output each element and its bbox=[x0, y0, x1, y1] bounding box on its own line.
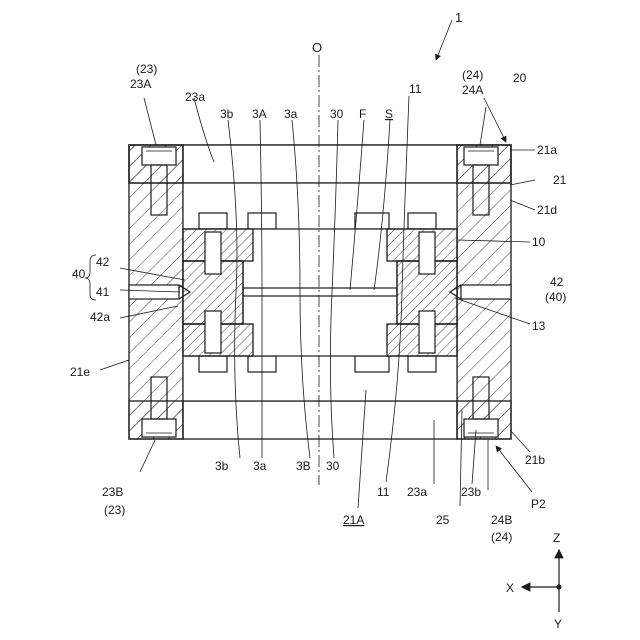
label-24B: 24B bbox=[491, 513, 512, 527]
label-23-paren-bottom: (23) bbox=[104, 503, 125, 517]
label-3b-top: 3b bbox=[220, 107, 234, 121]
label-23B: 23B bbox=[102, 485, 123, 499]
label-13: 13 bbox=[532, 319, 546, 333]
label-3b-bottom: 3b bbox=[215, 459, 229, 473]
label-25: 25 bbox=[436, 513, 450, 527]
label-23-paren: (23) bbox=[136, 62, 157, 76]
brace-40 bbox=[85, 255, 96, 300]
label-11-top: 11 bbox=[409, 82, 422, 96]
label-3B: 3B bbox=[296, 459, 311, 473]
label-F: F bbox=[359, 107, 366, 121]
label-30-bottom: 30 bbox=[326, 459, 340, 473]
label-10: 10 bbox=[532, 235, 546, 249]
label-23A: 23A bbox=[130, 77, 151, 91]
label-23a: 23a bbox=[185, 90, 205, 104]
label-11-bottom: 11 bbox=[377, 485, 390, 499]
label-42-right: 42 bbox=[550, 275, 564, 289]
label-21d: 21d bbox=[537, 203, 557, 217]
label-21A: 21A bbox=[343, 513, 364, 527]
label-1: 1 bbox=[455, 10, 462, 25]
label-40: 40 bbox=[72, 267, 86, 281]
label-21: 21 bbox=[553, 173, 567, 187]
axis-z-label: Z bbox=[553, 531, 560, 545]
label-3a-top: 3a bbox=[284, 107, 298, 121]
inner-unit bbox=[183, 229, 457, 356]
label-23a-bottom: 23a bbox=[407, 485, 427, 499]
label-21e: 21e bbox=[70, 365, 90, 379]
label-21b: 21b bbox=[525, 453, 545, 467]
label-24A: 24A bbox=[462, 83, 483, 97]
label-20: 20 bbox=[513, 71, 527, 85]
label-3a-bottom: 3a bbox=[253, 459, 267, 473]
axis-x-label: X bbox=[506, 581, 514, 595]
label-24-paren: (24) bbox=[462, 68, 483, 82]
label-3A: 3A bbox=[252, 107, 267, 121]
label-24-paren-bottom: (24) bbox=[491, 530, 512, 544]
label-42-left: 42 bbox=[96, 255, 110, 269]
label-42a: 42a bbox=[90, 310, 110, 324]
label-30-top: 30 bbox=[330, 107, 344, 121]
label-O: O bbox=[312, 40, 322, 55]
coordinate-axes: Z X Y bbox=[506, 531, 562, 631]
label-21a: 21a bbox=[537, 143, 557, 157]
label-23b: 23b bbox=[461, 485, 481, 499]
axis-y-label: Y bbox=[554, 617, 562, 631]
label-40-right: (40) bbox=[545, 290, 566, 304]
label-P2: P2 bbox=[531, 497, 546, 511]
label-S: S bbox=[385, 107, 393, 121]
label-41: 41 bbox=[96, 285, 110, 299]
